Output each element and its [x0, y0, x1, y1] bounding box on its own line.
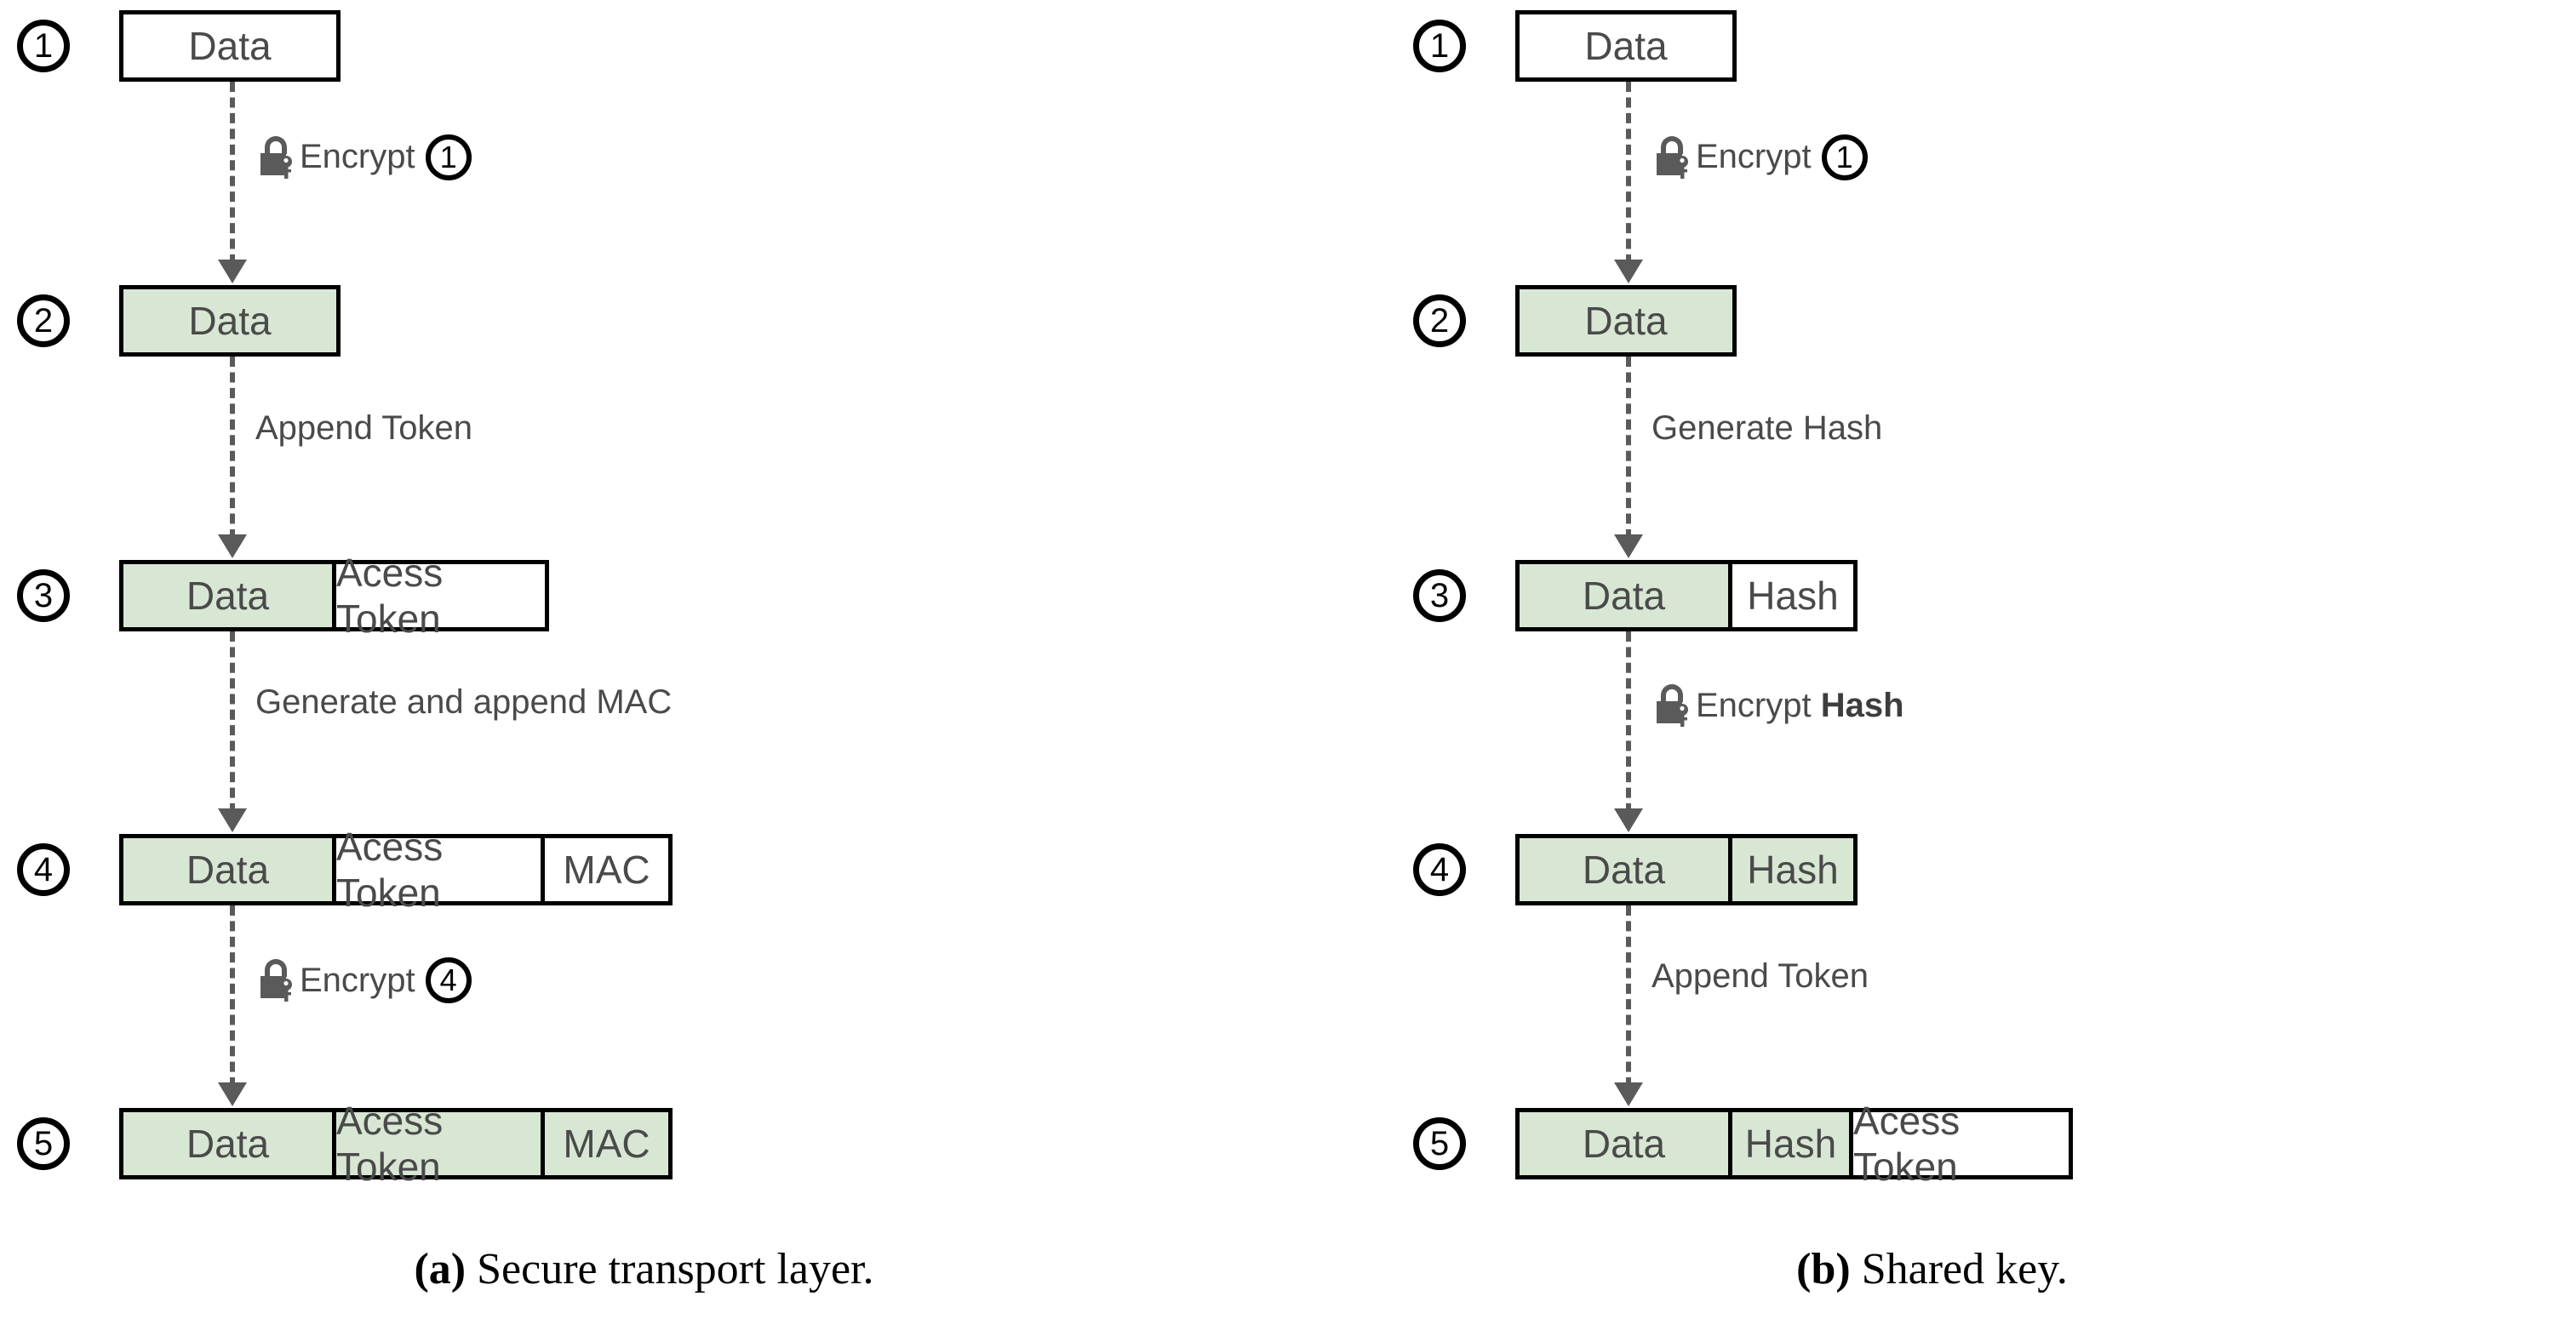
flow-connector — [1626, 82, 1631, 265]
transition-label-text: Encrypt — [1696, 138, 1812, 175]
packet: Data — [1515, 10, 1737, 82]
packet-field-data: Data — [1520, 14, 1732, 77]
packet-field-hash: Hash — [1732, 838, 1853, 901]
packet-field-data: Data — [123, 564, 336, 627]
arrowhead-icon — [1614, 534, 1643, 558]
packet-field-data: Data — [123, 14, 336, 77]
arrowhead-icon — [218, 534, 247, 558]
flow-connector — [230, 82, 235, 265]
step-row-2: 2 Data — [17, 285, 341, 357]
flow-connector — [1626, 357, 1631, 540]
packet-field-mac: MAC — [545, 1112, 668, 1175]
transition-label: Append Token — [255, 409, 472, 448]
arrowhead-icon — [218, 808, 247, 832]
packet-field-data: Data — [1520, 1112, 1732, 1175]
lock-icon — [1657, 684, 1688, 727]
arrowhead-icon — [218, 1082, 247, 1106]
step-number-badge: 1 — [1413, 20, 1466, 72]
transition-label: Append Token — [1652, 957, 1869, 996]
figure-caption-text: Secure transport layer. — [466, 1245, 874, 1293]
transition-label: Generate Hash — [1652, 409, 1882, 448]
packet-field-acess-token: Acess Token — [1853, 1099, 2069, 1189]
packet-field-data: Data — [1520, 838, 1732, 901]
step-number-badge: 2 — [17, 294, 70, 347]
transition-label-text: Generate Hash — [1652, 408, 1883, 447]
arrowhead-icon — [1614, 260, 1643, 283]
transition-label-emphasis: Hash — [1820, 686, 1904, 724]
step-number-badge: 1 — [17, 20, 70, 72]
step-row-2: 2 Data — [1413, 285, 1737, 357]
figure-caption-tag: (b) — [1796, 1245, 1851, 1293]
packet-field-acess-token: Acess Token — [336, 825, 545, 915]
packet: Data — [1515, 285, 1737, 357]
step-number-badge: 3 — [1413, 569, 1466, 622]
packet-field-acess-token: Acess Token — [336, 1099, 545, 1189]
packet-field-data: Data — [123, 838, 336, 901]
transition-label: Encrypt 1 — [255, 134, 472, 180]
step-number-badge: 2 — [1413, 294, 1466, 347]
flow-connector — [230, 905, 235, 1088]
figure-caption: (a) Secure transport layer. — [0, 1244, 1288, 1294]
packet-field-hash: Hash — [1732, 564, 1853, 627]
figure-caption-text: Shared key. — [1850, 1245, 2068, 1293]
arrowhead-icon — [1614, 808, 1643, 832]
transition-step-reference-badge: 4 — [425, 957, 472, 1003]
step-number-badge: 3 — [17, 569, 70, 622]
packet-field-data: Data — [1520, 564, 1732, 627]
flow-connector — [230, 631, 235, 814]
step-number-badge: 4 — [1413, 843, 1466, 896]
packet: Data — [119, 285, 341, 357]
step-row-1: 1 Data — [17, 10, 341, 82]
arrowhead-icon — [218, 260, 247, 283]
packet-field-acess-token: Acess Token — [336, 551, 545, 641]
packet-field-data: Data — [123, 289, 336, 352]
flow-connector — [1626, 905, 1631, 1088]
transition-label-text: Encrypt — [1696, 686, 1812, 724]
transition-label-text: Generate and append MAC — [255, 683, 673, 721]
transition-label-text: Append Token — [1652, 957, 1869, 995]
figure-caption-tag: (a) — [414, 1245, 467, 1293]
transition-label-text: Encrypt — [300, 961, 415, 999]
transition-label-text: Encrypt — [300, 138, 415, 175]
figure-caption: (b) Shared key. — [1288, 1244, 2576, 1294]
lock-icon — [1657, 135, 1688, 179]
transition-step-reference-badge: 1 — [1821, 134, 1868, 180]
step-number-badge: 5 — [17, 1117, 70, 1170]
packet-field-mac: MAC — [545, 838, 668, 901]
step-number-badge: 5 — [1413, 1117, 1466, 1170]
transition-label: Generate and append MAC — [255, 683, 672, 722]
packet-field-data: Data — [1520, 289, 1732, 352]
transition-label-text: Append Token — [255, 408, 473, 447]
step-row-1: 1 Data — [1413, 10, 1737, 82]
arrowhead-icon — [1614, 1082, 1643, 1106]
lock-icon — [260, 959, 292, 1002]
transition-label: Encrypt 4 — [255, 957, 472, 1003]
packet-field-hash: Hash — [1732, 1112, 1853, 1175]
flow-connector — [1626, 631, 1631, 814]
step-number-badge: 4 — [17, 843, 70, 896]
packet: Data — [119, 10, 341, 82]
packet-field-data: Data — [123, 1112, 336, 1175]
flow-connector — [230, 357, 235, 540]
transition-step-reference-badge: 1 — [425, 134, 472, 180]
lock-icon — [260, 135, 292, 179]
